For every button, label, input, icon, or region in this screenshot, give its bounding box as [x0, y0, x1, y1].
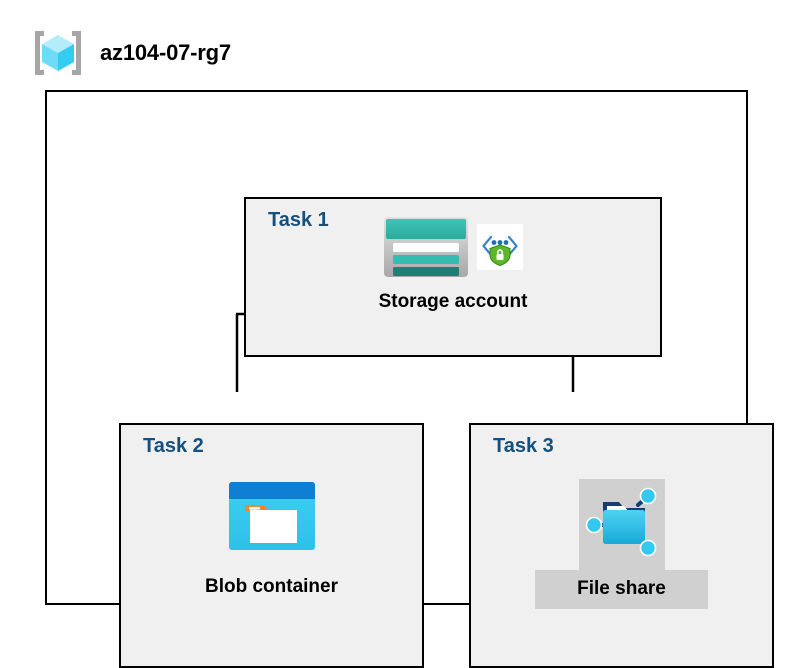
storage-account-icon [383, 216, 469, 283]
task-3-box[interactable]: Task 3 [469, 423, 774, 668]
resource-group-header: az104-07-rg7 [30, 28, 231, 78]
task-1-box[interactable]: Task 1 [244, 197, 662, 357]
blob-container-node[interactable]: Blob container [121, 481, 422, 598]
storage-encryption-icon [477, 224, 523, 275]
blob-container-caption: Blob container [204, 576, 338, 597]
resource-group-icon [30, 28, 86, 78]
blob-container-icon [228, 481, 316, 556]
resource-group-title: az104-07-rg7 [100, 40, 231, 65]
task-1-label: Task 1 [268, 209, 329, 231]
storage-account-caption: Storage account [378, 291, 528, 312]
file-share-caption: File share [535, 570, 708, 609]
file-share-icon-plate [578, 479, 665, 570]
task-3-label: Task 3 [493, 435, 554, 457]
file-share-icon [583, 483, 661, 566]
file-share-node[interactable]: File share [471, 479, 772, 609]
task-2-box[interactable]: Task 2 [119, 423, 424, 668]
storage-account-icon-row [383, 216, 523, 283]
storage-account-node[interactable]: Storage account [246, 216, 660, 313]
resource-group-container: Task 1 [45, 90, 774, 668]
task-2-label: Task 2 [143, 435, 204, 457]
